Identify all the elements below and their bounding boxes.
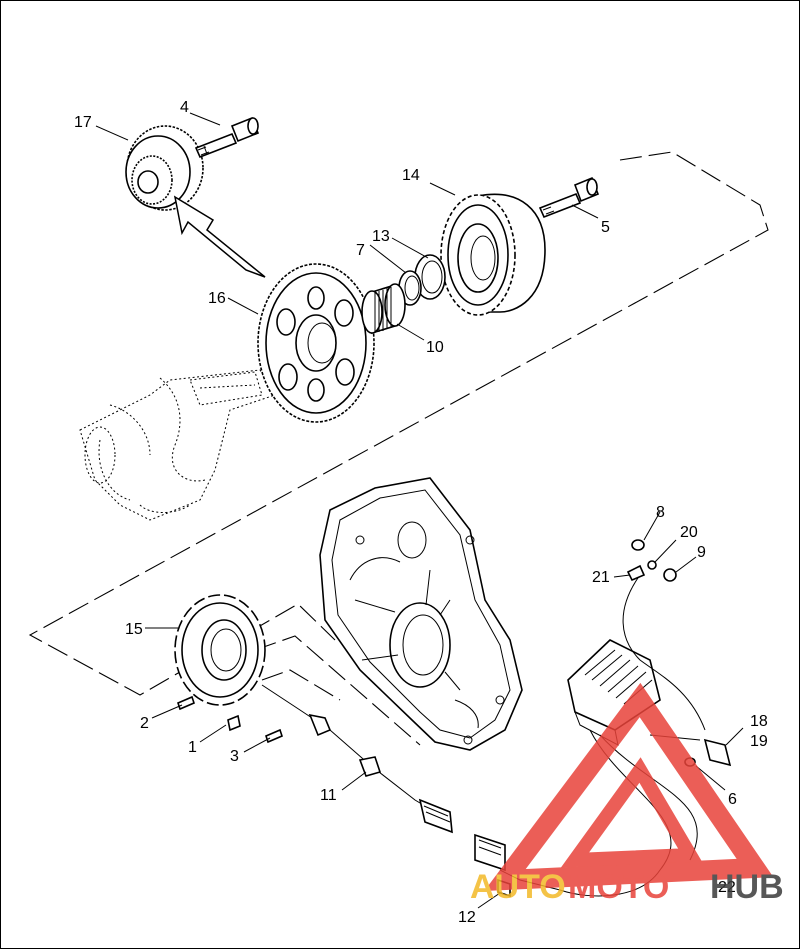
label-16: 16 <box>208 290 226 307</box>
label-7: 7 <box>356 242 365 259</box>
label-17: 17 <box>74 114 92 131</box>
stator-15 <box>174 594 266 706</box>
label-3: 3 <box>230 748 239 765</box>
label-13: 13 <box>372 228 390 245</box>
watermark-moto: MOTO <box>568 868 669 906</box>
washers-7-13 <box>398 254 446 306</box>
leader-lines <box>95 112 744 909</box>
starter-clutch-14 <box>440 193 546 316</box>
label-4: 4 <box>180 99 189 116</box>
assembly-arrow <box>173 195 266 278</box>
watermark-auto: AUTO <box>470 868 566 906</box>
label-8: 8 <box>656 504 665 521</box>
label-12: 12 <box>458 909 476 926</box>
label-18: 18 <box>750 713 768 730</box>
label-9: 9 <box>697 544 706 561</box>
watermark-logo: AUTO MOTO HUB <box>470 682 784 906</box>
label-2: 2 <box>140 715 149 732</box>
label-22: 22 <box>718 879 736 896</box>
drive-gear-16 <box>257 263 375 423</box>
watermark-triangle-outer <box>484 682 774 892</box>
bolt-5 <box>538 176 600 219</box>
stator-cover <box>319 477 523 751</box>
watermark-hub: HUB <box>710 868 784 906</box>
stator-harness-11 <box>261 684 453 834</box>
label-11: 11 <box>320 787 337 804</box>
label-1: 1 <box>188 739 197 756</box>
screws-1-2-3 <box>177 695 283 744</box>
bolt-4 <box>194 116 260 159</box>
ground-wire-assembly <box>622 539 732 767</box>
label-14: 14 <box>402 167 420 184</box>
label-6: 6 <box>728 791 737 808</box>
needle-bearing-10 <box>361 283 406 335</box>
label-15: 15 <box>125 621 143 638</box>
label-19: 19 <box>750 733 768 750</box>
label-5: 5 <box>601 219 610 236</box>
crankshaft-outline <box>79 369 276 521</box>
label-20: 20 <box>680 524 698 541</box>
assembly-dash-lines <box>28 151 769 746</box>
callout-labels: 4 5 17 14 7 13 16 10 15 2 1 3 11 12 8 20… <box>74 99 768 926</box>
watermark-triangle-inner <box>560 757 702 868</box>
label-21: 21 <box>592 569 610 586</box>
label-10: 10 <box>426 339 444 356</box>
idler-gear-17 <box>125 125 204 211</box>
